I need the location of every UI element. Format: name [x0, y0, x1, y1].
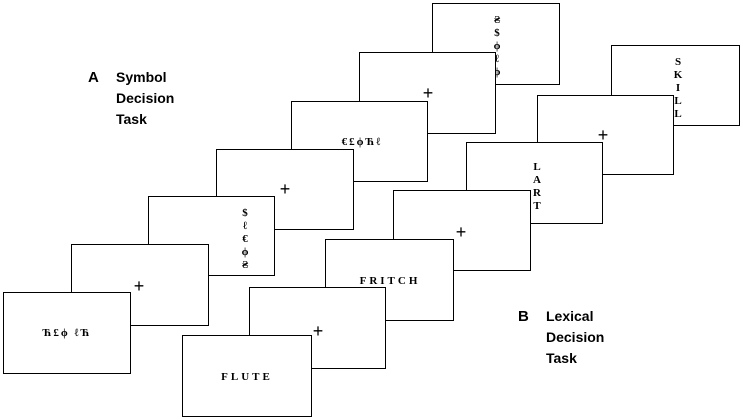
symbol-stimulus-1: Ћ£ϕ ℓЋ [42, 327, 92, 339]
fixation-cross: + [455, 222, 467, 242]
symbol-stimulus-3: €£ϕЋℓ [341, 136, 383, 148]
panel-a-title-line-3: Task [116, 111, 147, 127]
symbol-stimulus-2: $ℓ€ϕ₴ [241, 207, 249, 271]
panel-a-letter: A [88, 69, 99, 86]
fixation-cross: + [133, 276, 145, 296]
panel-a-title-line-2: Decision [116, 90, 175, 106]
symbol-screen-1: Ћ£ϕ ℓЋ [3, 292, 131, 374]
lexical-stimulus-1: FLUTE [221, 371, 273, 383]
symbol-screen-2: $ℓ€ϕ₴ [148, 196, 275, 276]
panel-b-title-line-2: Decision [546, 329, 605, 345]
lexical-screen-1: FLUTE [182, 335, 312, 417]
panel-a-title-line-1: Symbol [116, 69, 167, 85]
fixation-cross: + [597, 125, 609, 145]
lexical-stimulus-2: FRITCH [359, 275, 421, 287]
fixation-cross: + [422, 83, 434, 103]
fixation-cross: + [312, 321, 324, 341]
panel-b-letter: B [518, 308, 529, 325]
panel-b-title-line-3: Task [546, 350, 577, 366]
fixation-cross: + [279, 179, 291, 199]
panel-b-title-line-1: Lexical [546, 308, 594, 324]
